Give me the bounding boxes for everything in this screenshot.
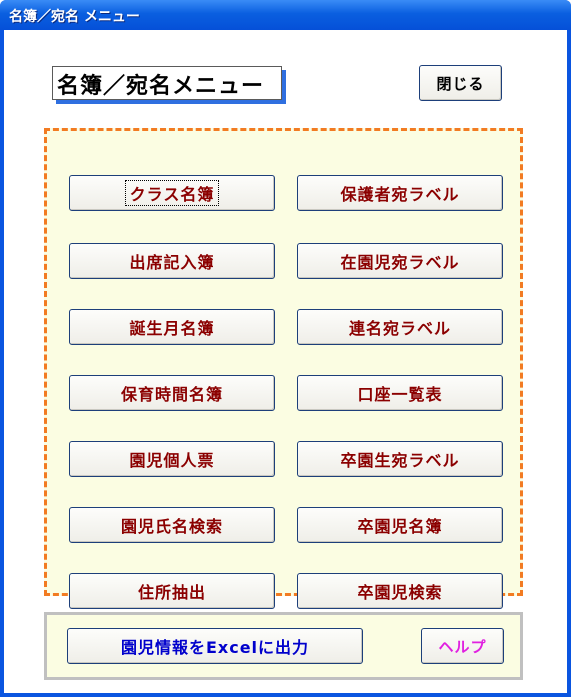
menu-button-group: クラス名簿 出席記入簿 誕生月名簿 保育時間名簿 園児個人票 園児氏名検索 住所…	[44, 128, 523, 609]
window-title: 名簿／宛名 メニュー	[9, 9, 140, 25]
class-roster-label: クラス名簿	[124, 180, 220, 206]
address-extract-button[interactable]: 住所抽出	[69, 573, 275, 609]
enrolled-child-label-button[interactable]: 在園児宛ラベル	[297, 243, 503, 279]
guardian-label-button[interactable]: 保護者宛ラベル	[297, 175, 503, 211]
child-name-search-button[interactable]: 園児氏名検索	[69, 507, 275, 543]
birth-month-roster-button[interactable]: 誕生月名簿	[69, 309, 275, 345]
attendance-book-button[interactable]: 出席記入簿	[69, 243, 275, 279]
joint-name-label-button[interactable]: 連名宛ラベル	[297, 309, 503, 345]
title-bar[interactable]: 名簿／宛名 メニュー	[0, 0, 571, 30]
export-excel-button[interactable]: 園児情報をExcelに出力	[67, 628, 363, 664]
care-hours-roster-button[interactable]: 保育時間名簿	[69, 375, 275, 411]
graduate-roster-button[interactable]: 卒園児名簿	[297, 507, 503, 543]
page-title-box: 名簿／宛名メニュー	[52, 66, 282, 100]
class-roster-button[interactable]: クラス名簿	[69, 175, 275, 211]
page-title: 名簿／宛名メニュー	[57, 74, 265, 99]
window-client-area: 名簿／宛名メニュー 閉じる クラス名簿 出席記入簿 誕生月名簿 保育時間名簿 園…	[4, 30, 567, 693]
graduate-label-button[interactable]: 卒園生宛ラベル	[297, 441, 503, 477]
footer-button-group: 園児情報をExcelに出力 ヘルプ	[44, 612, 523, 680]
close-button[interactable]: 閉じる	[419, 65, 502, 101]
help-button[interactable]: ヘルプ	[421, 628, 504, 664]
child-record-button[interactable]: 園児個人票	[69, 441, 275, 477]
graduate-search-button[interactable]: 卒園児検索	[297, 573, 503, 609]
account-list-button[interactable]: 口座一覧表	[297, 375, 503, 411]
